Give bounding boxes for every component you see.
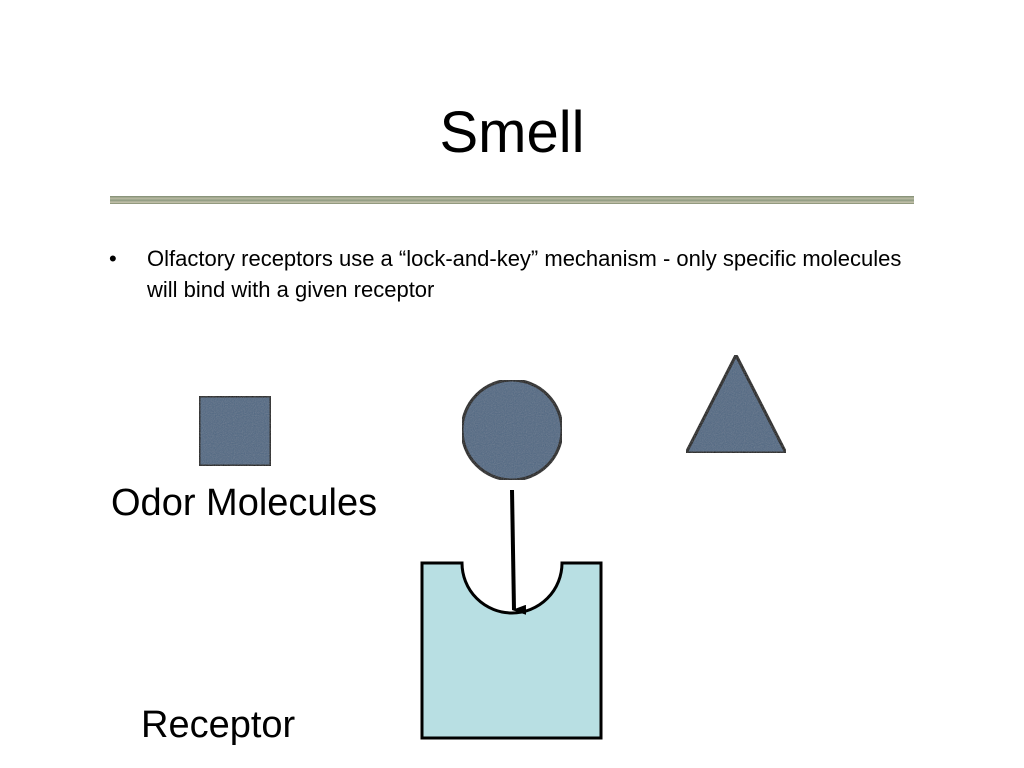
slide-title: Smell [439, 100, 585, 165]
circle-molecule-icon [460, 378, 564, 482]
odor-molecules-label: Odor Molecules [111, 482, 378, 524]
square-molecule-icon [197, 394, 273, 468]
bullet-item: • Olfactory receptors use a “lock-and-ke… [105, 243, 925, 305]
receptor-label: Receptor [141, 704, 296, 746]
binding-arrow [510, 489, 527, 615]
title-divider [110, 196, 914, 204]
bullet-text: Olfactory receptors use a “lock-and-key”… [147, 246, 902, 302]
bullet-list: • Olfactory receptors use a “lock-and-ke… [105, 243, 925, 305]
triangle-molecule-icon [683, 351, 789, 455]
bullet-dot-icon: • [109, 246, 117, 271]
receptor-icon [420, 561, 603, 740]
